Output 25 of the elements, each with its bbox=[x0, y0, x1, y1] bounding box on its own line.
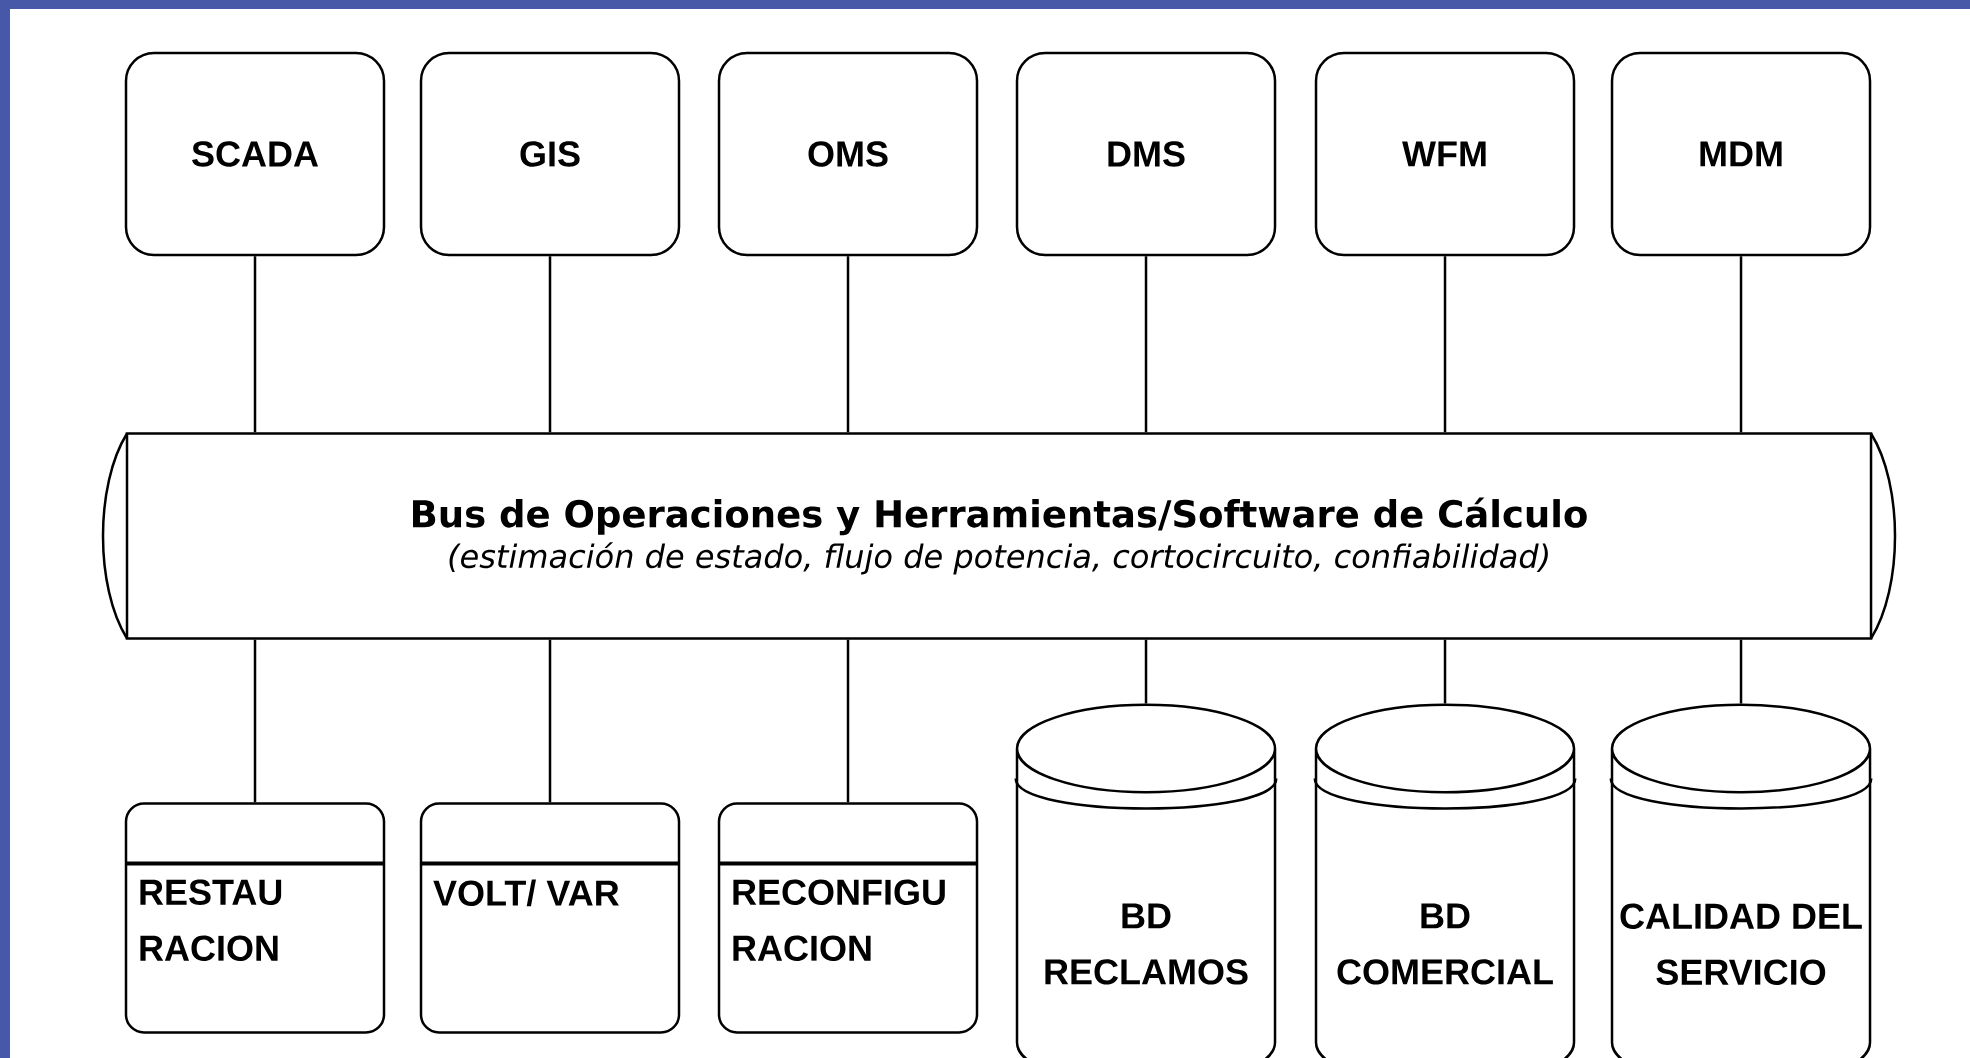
database-cylinder: BD COMERCIAL bbox=[1313, 703, 1577, 1058]
system-box: MDM bbox=[1610, 51, 1872, 257]
connector-line bbox=[1443, 639, 1447, 704]
function-card: RESTAU RACION bbox=[124, 802, 386, 1034]
function-card: VOLT/ VAR bbox=[419, 802, 681, 1034]
connector-line bbox=[253, 639, 257, 803]
connector-line bbox=[1443, 256, 1447, 433]
connector-line bbox=[1144, 639, 1148, 704]
connector-line bbox=[548, 639, 552, 803]
connector-line bbox=[846, 256, 850, 433]
system-box: WFM bbox=[1314, 51, 1576, 257]
connector-line bbox=[846, 639, 850, 803]
connector-line bbox=[548, 256, 552, 433]
database-cylinder: CALIDAD DEL SERVICIO bbox=[1609, 703, 1873, 1058]
database-cylinder: BD RECLAMOS bbox=[1014, 703, 1278, 1058]
system-box: GIS bbox=[419, 51, 681, 257]
bus-cylinder: Bus de Operaciones y Herramientas/Software de Cálculo (estimación de estado, flujo de potencia, cortocircuito, confiabilidad) bbox=[101, 432, 1897, 640]
connector-line bbox=[253, 256, 257, 433]
system-box: OMS bbox=[717, 51, 979, 257]
function-card: RECONFIGU RACION bbox=[717, 802, 979, 1034]
system-box: DMS bbox=[1015, 51, 1277, 257]
connector-line bbox=[1739, 639, 1743, 704]
connector-line bbox=[1739, 256, 1743, 433]
system-box: SCADA bbox=[124, 51, 386, 257]
connector-line bbox=[1144, 256, 1148, 433]
